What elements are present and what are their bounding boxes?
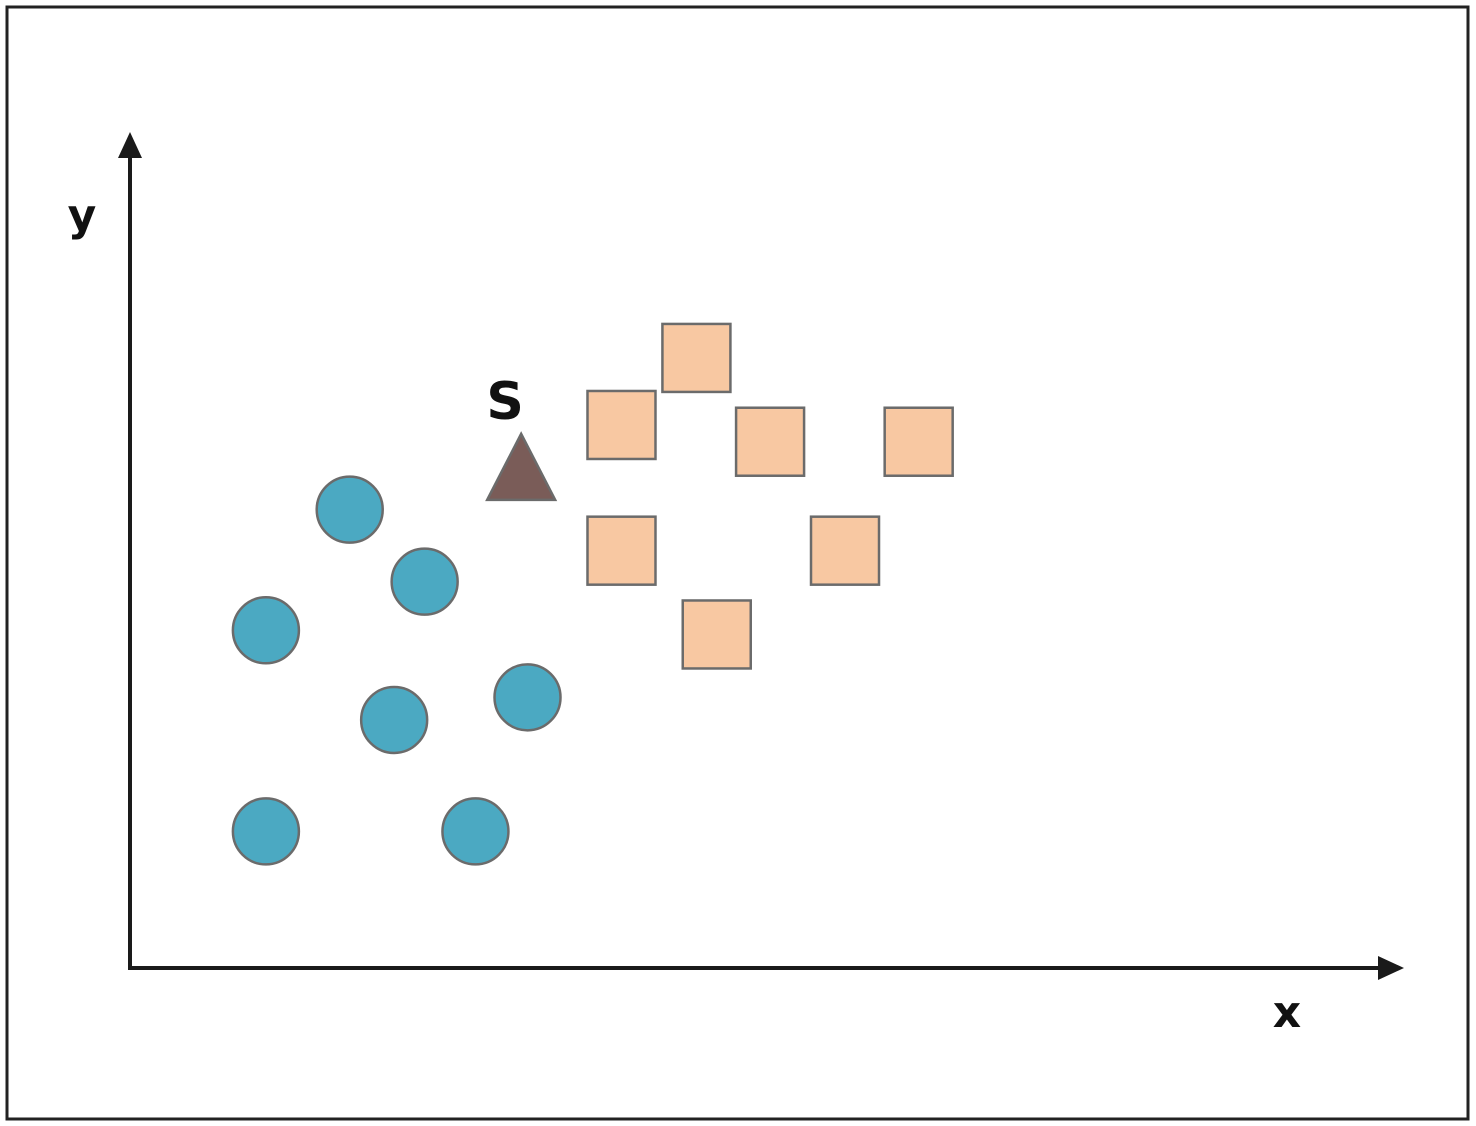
- square-point: [734, 406, 806, 477]
- square-point: [661, 322, 732, 394]
- square-point: [883, 406, 954, 477]
- point-label-s: S: [486, 372, 523, 432]
- circle-point: [315, 475, 384, 544]
- square-point: [586, 389, 657, 461]
- data-marks: S: [231, 322, 954, 866]
- circle-point: [231, 797, 301, 866]
- y-axis-arrowhead: [118, 132, 142, 158]
- circle-point: [359, 685, 429, 755]
- circle-point: [493, 663, 562, 732]
- square-point: [809, 515, 881, 586]
- x-axis-label: x: [1273, 987, 1301, 1038]
- circle-point: [390, 547, 459, 616]
- triangle-point: [485, 431, 558, 502]
- figure-frame: [5, 5, 1470, 1121]
- circle-point: [441, 797, 510, 866]
- square-point: [586, 515, 657, 586]
- circle-point: [231, 596, 301, 665]
- x-axis-arrowhead: [1378, 956, 1404, 980]
- y-axis-label: y: [68, 190, 97, 241]
- square-point: [681, 599, 752, 670]
